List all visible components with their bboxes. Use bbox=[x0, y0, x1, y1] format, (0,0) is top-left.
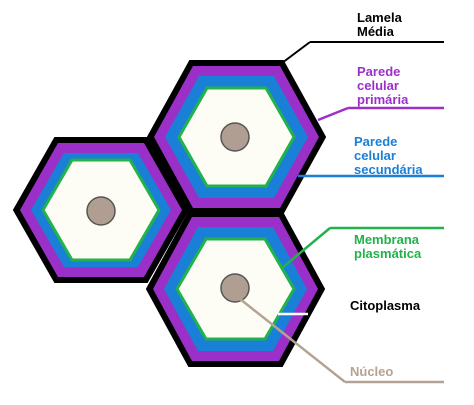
nucleus bbox=[220, 273, 250, 303]
label-membrana: Membrana plasmática bbox=[354, 232, 423, 261]
cell-bottom bbox=[145, 211, 326, 367]
leader-membrana bbox=[281, 227, 331, 269]
cell-left bbox=[12, 137, 190, 283]
label-citoplasma: Citoplasma bbox=[350, 298, 421, 313]
label-parede-secundaria: Parede celular secundária bbox=[354, 134, 423, 177]
leader-parede-primaria bbox=[317, 106, 349, 122]
leader-lamela-media bbox=[281, 41, 311, 64]
nucleus bbox=[220, 122, 250, 152]
label-lamela-media: Lamela Média bbox=[357, 10, 405, 39]
nucleus bbox=[86, 196, 116, 226]
label-nucleo: Núcleo bbox=[350, 364, 393, 379]
label-parede-primaria: Parede celular primária bbox=[357, 64, 409, 107]
cell-top bbox=[146, 60, 327, 214]
leader-nucleo bbox=[239, 298, 346, 383]
